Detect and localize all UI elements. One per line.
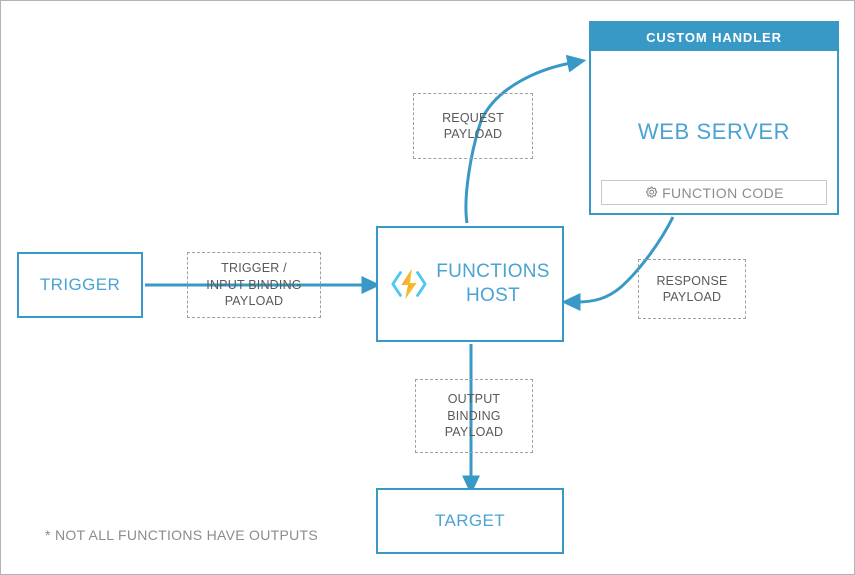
functions-host-label-line1: FUNCTIONS (436, 261, 550, 283)
response-payload-line2: PAYLOAD (662, 290, 722, 304)
response-payload-label: RESPONSE PAYLOAD (638, 259, 746, 319)
custom-handler-body: WEB SERVER FUNCTION CODE (591, 51, 837, 213)
custom-handler-title: CUSTOM HANDLER (591, 23, 837, 51)
request-payload-line1: REQUEST (442, 110, 504, 125)
web-server-label: WEB SERVER (637, 119, 791, 144)
trigger-payload-line3: PAYLOAD (224, 294, 284, 309)
footnote-text: * NOT ALL FUNCTIONS HAVE OUTPUTS (45, 527, 319, 543)
functions-host-label-line2: HOST (466, 285, 520, 306)
output-payload-line2: BINDING (447, 408, 501, 423)
target-label: TARGET (434, 511, 506, 530)
response-payload-line1: RESPONSE (656, 273, 728, 288)
functions-host-node: FUNCTIONS HOST (376, 226, 564, 342)
trigger-node: TRIGGER (17, 252, 143, 318)
trigger-input-binding-payload-label: TRIGGER / INPUT BINDING PAYLOAD (187, 252, 321, 318)
output-payload-line3: PAYLOAD (444, 425, 504, 440)
trigger-label: TRIGGER (39, 275, 121, 294)
trigger-payload-line1: TRIGGER / (221, 261, 287, 276)
functions-host-label: FUNCTIONS HOST (436, 260, 550, 308)
custom-handler-node: CUSTOM HANDLER WEB SERVER FUNCTION CODE (589, 21, 839, 215)
function-code-chip: FUNCTION CODE (601, 180, 827, 205)
request-payload-line2: PAYLOAD (443, 127, 503, 141)
gear-icon (646, 186, 658, 198)
trigger-payload-line2: INPUT BINDING (206, 277, 302, 292)
output-payload-line1: OUTPUT (447, 392, 501, 407)
output-binding-payload-label: OUTPUT BINDING PAYLOAD (415, 379, 533, 453)
function-code-label: FUNCTION CODE (662, 184, 784, 201)
request-payload-label: REQUEST PAYLOAD (413, 93, 533, 159)
azure-functions-icon (391, 268, 427, 300)
target-node: TARGET (376, 488, 564, 554)
